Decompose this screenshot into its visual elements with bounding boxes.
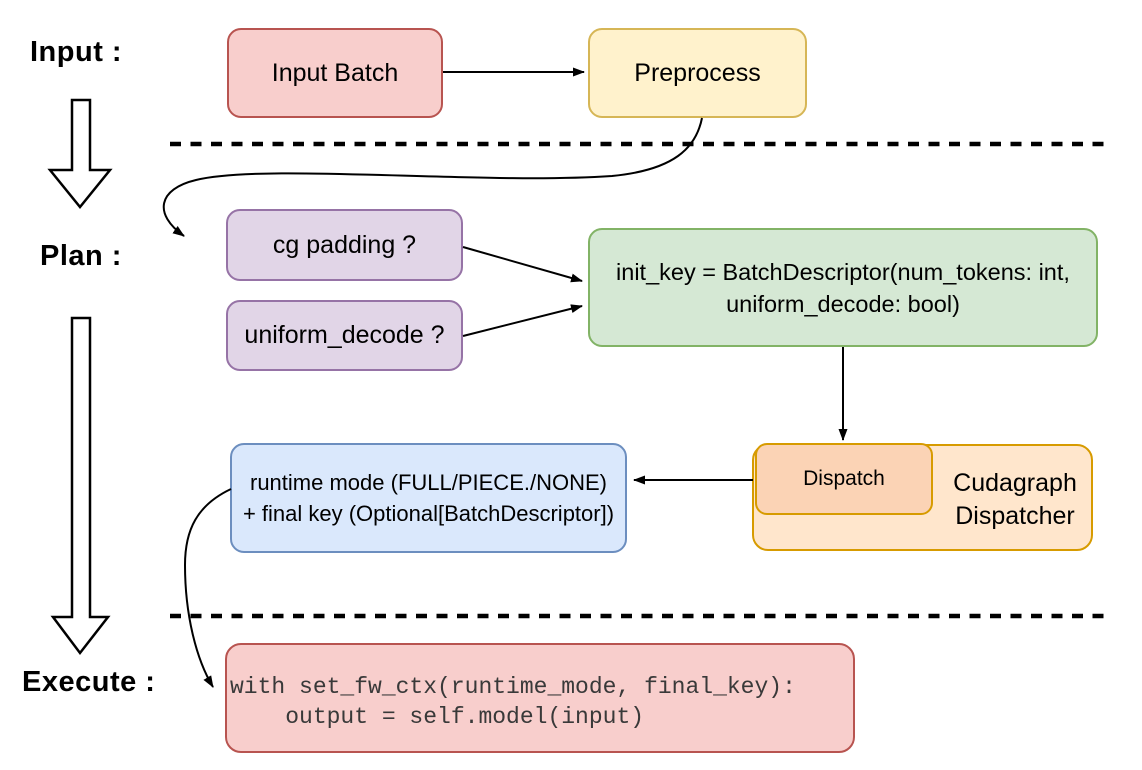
plan-to-execute-arrow-icon (50, 316, 111, 656)
execute-code-line1: with set_fw_ctx(runtime_mode, final_key)… (230, 674, 796, 700)
init-key-line1: init_key = BatchDescriptor(num_tokens: i… (616, 258, 1070, 285)
input-section-label: Input : (30, 36, 123, 68)
input-batch-label: Input Batch (271, 58, 399, 87)
execute-section-label: Execute : (22, 666, 156, 698)
init-key-line2: uniform_decode: bool) (726, 290, 960, 317)
input-batch-node: Input Batch (227, 28, 443, 118)
cudagraph-dispatcher-label: Cudagraph Dispatcher (935, 446, 1095, 553)
dispatch-node: Dispatch (755, 443, 933, 515)
dispatch-label: Dispatch (803, 467, 885, 490)
cg-padding-node: cg padding ? (226, 209, 463, 281)
cgpadding-to-initkey-arrow (462, 246, 583, 283)
uniformdecode-to-initkey-arrow (462, 304, 583, 337)
cudagraph-line2: Dispatcher (955, 501, 1075, 530)
execute-code-node: with set_fw_ctx(runtime_mode, final_key)… (225, 643, 855, 753)
input-to-plan-arrow-icon (47, 98, 113, 209)
preprocess-label: Preprocess (634, 58, 761, 87)
cg-padding-label: cg padding ? (272, 230, 417, 259)
cudagraph-line1: Cudagraph (953, 468, 1077, 497)
init-key-node: init_key = BatchDescriptor(num_tokens: i… (588, 228, 1098, 347)
uniform-decode-node: uniform_decode ? (226, 300, 463, 371)
execute-code-line2: output = self.model(input) (230, 704, 645, 730)
runtime-mode-line1: runtime mode (FULL/PIECE./NONE) (250, 470, 607, 495)
uniform-decode-label: uniform_decode ? (244, 321, 445, 349)
plan-section-label: Plan : (40, 240, 122, 272)
runtime-mode-node: runtime mode (FULL/PIECE./NONE) + final … (230, 443, 627, 553)
preprocess-node: Preprocess (588, 28, 807, 118)
runtime-mode-line2: + final key (Optional[BatchDescriptor]) (242, 501, 615, 526)
